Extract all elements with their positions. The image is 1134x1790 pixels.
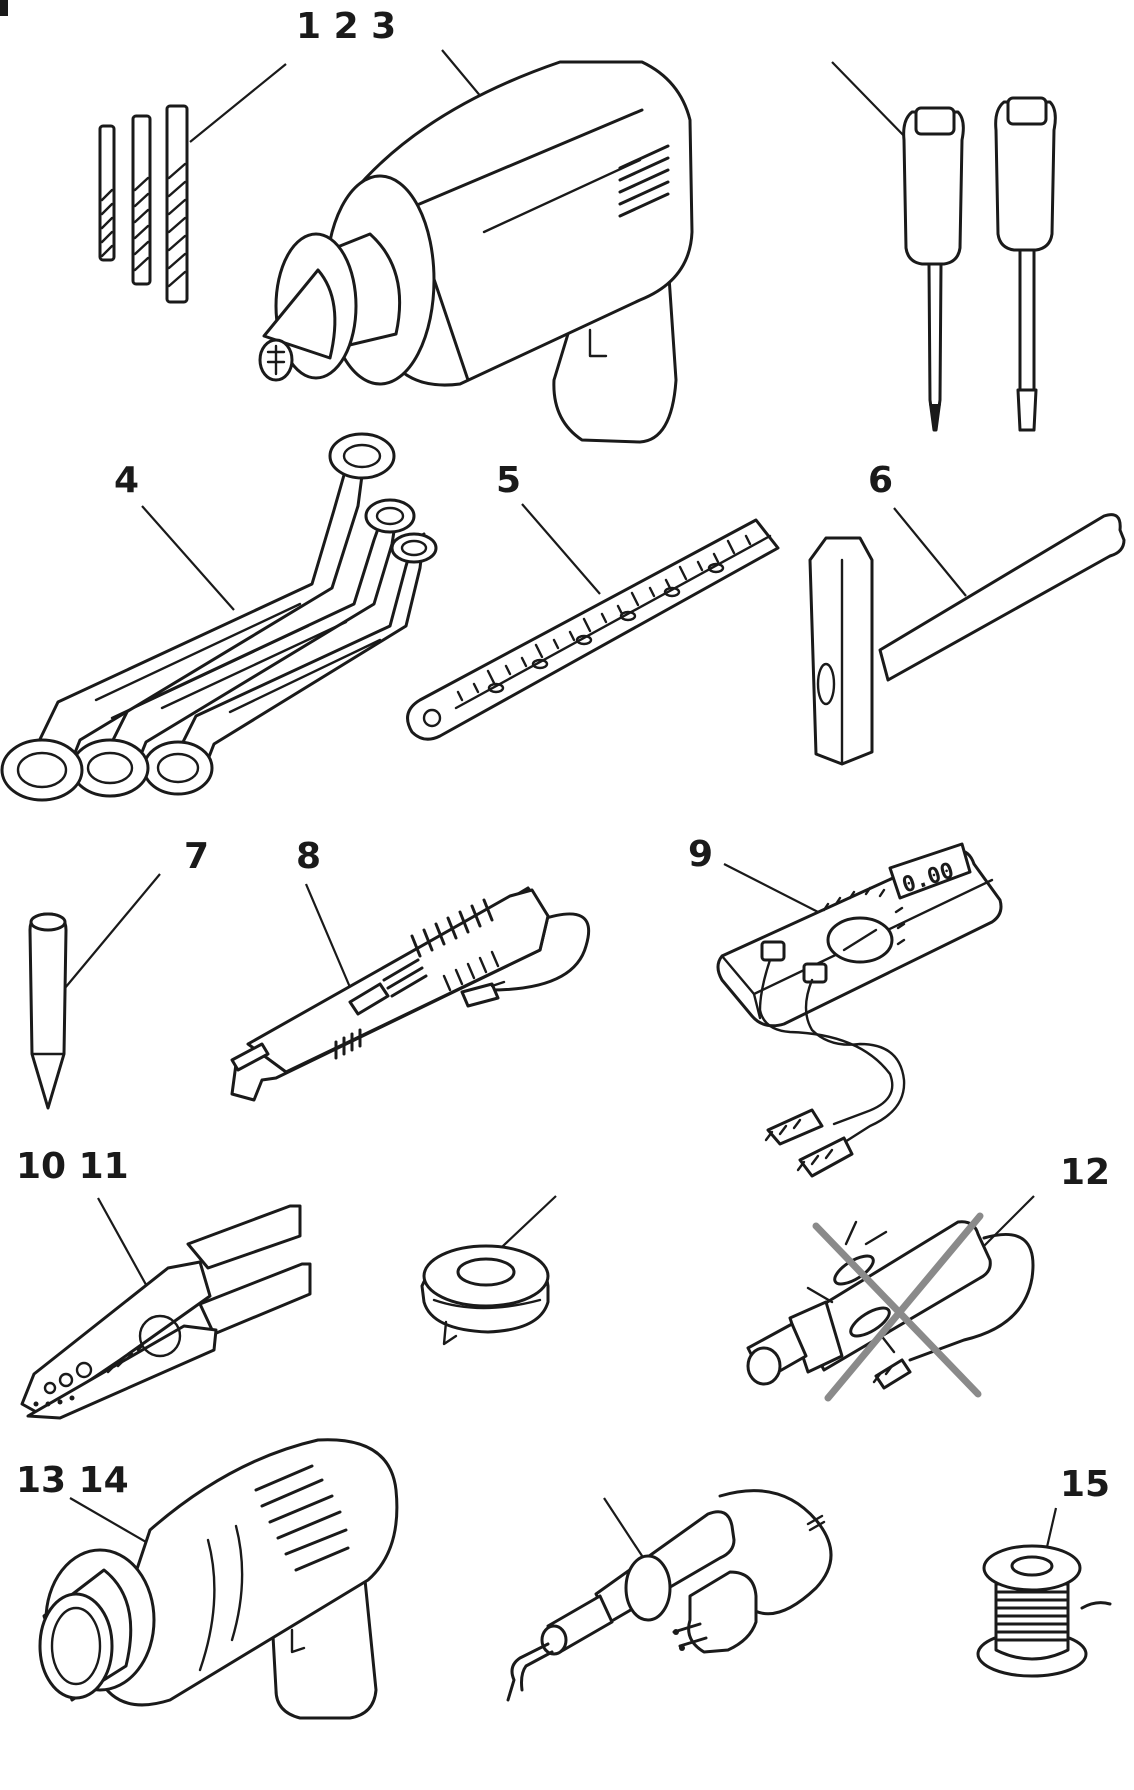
label-1-2-3: 1 2 3 (296, 6, 396, 47)
ruler-icon (406, 503, 780, 741)
label-7: 7 (184, 836, 209, 877)
label-5: 5 (496, 460, 521, 501)
wire-stripper-icon (230, 883, 591, 1102)
label-8: 8 (296, 836, 321, 877)
voltage-tester-icon (746, 1195, 1035, 1402)
label-9: 9 (688, 834, 713, 875)
screwdriver-icon (831, 61, 1057, 432)
pliers-icon (20, 1197, 312, 1420)
label-12: 12 (1060, 1152, 1110, 1193)
label-4: 4 (114, 460, 139, 501)
heat-gun-icon (38, 1438, 399, 1720)
drill-bits-icon (98, 63, 287, 304)
label-13-14: 13 14 (16, 1460, 129, 1501)
solder-wire-icon (976, 1507, 1112, 1678)
insulating-tape-icon (420, 1195, 557, 1346)
ring-wrench-icon (0, 432, 438, 802)
label-15: 15 (1060, 1464, 1110, 1505)
soldering-iron-icon (506, 1489, 833, 1702)
label-10-11: 10 11 (16, 1146, 129, 1187)
label-6: 6 (868, 460, 893, 501)
multimeter-icon: 0.00 (716, 842, 1003, 1178)
hammer-icon (808, 507, 1126, 766)
drill-icon (258, 49, 694, 444)
corner-mark (0, 0, 8, 16)
center-punch-icon (28, 873, 161, 1110)
